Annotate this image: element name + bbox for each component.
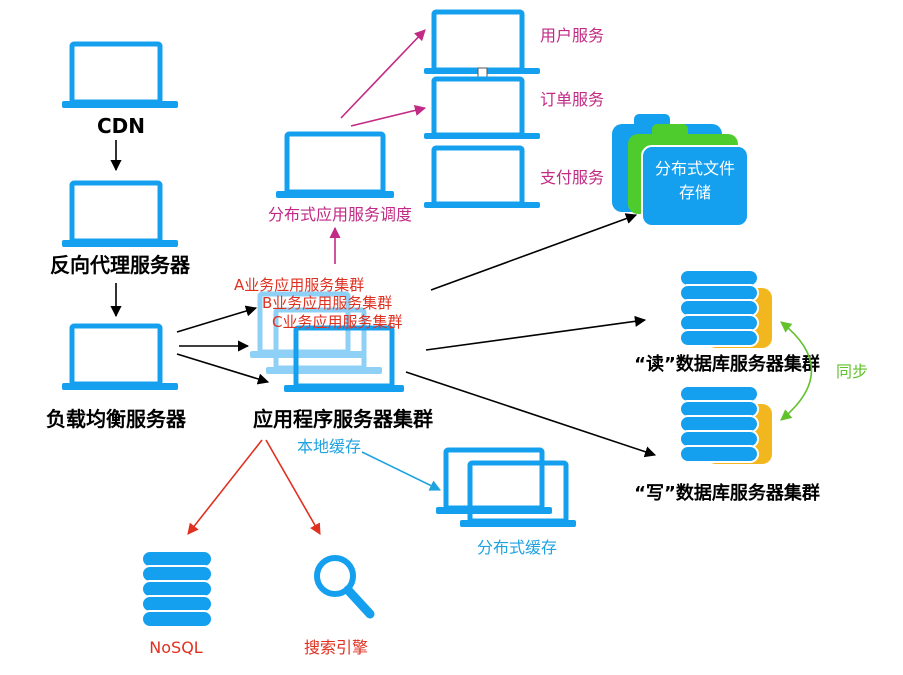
order-service-label: 订单服务 — [540, 90, 604, 109]
search-engine-label: 搜索引擎 — [304, 638, 368, 657]
reverse-proxy-label: 反向代理服务器 — [50, 253, 191, 277]
cdn-label: CDN — [97, 114, 145, 138]
resize-handle — [477, 67, 488, 78]
laptop-icon — [460, 460, 576, 527]
laptop-icon — [276, 131, 394, 198]
laptop-icon — [436, 447, 552, 514]
cluster-a-label: A业务应用服务集群 — [234, 276, 364, 294]
sync-label: 同步 — [836, 362, 868, 381]
file-storage-label-line1: 分布式文件 — [655, 159, 735, 178]
laptop-icon — [284, 325, 404, 392]
file-storage-label-line2: 存储 — [679, 183, 711, 202]
database-icon — [679, 385, 772, 464]
database-icon — [141, 550, 213, 628]
nosql-label: NoSQL — [149, 638, 203, 657]
database-icon — [679, 269, 772, 348]
arrow-cluster-to-read-db — [425, 315, 647, 351]
payment-service-label: 支付服务 — [540, 168, 604, 187]
arrow-lb-to-cluster-a — [176, 305, 258, 333]
read-db-label: “读”数据库服务器集群 — [634, 353, 820, 375]
laptop-icon — [250, 291, 366, 358]
arrow-cluster-to-file-storage — [430, 213, 638, 291]
laptop-icon — [62, 180, 178, 247]
distributed-cache-label: 分布式缓存 — [477, 538, 557, 557]
arrow-cluster-to-write-db — [405, 371, 657, 458]
laptop-icon — [62, 41, 178, 108]
laptop-icon — [424, 145, 540, 208]
user-service-label: 用户服务 — [540, 26, 604, 45]
arrow-local-to-distributed-cache — [361, 451, 442, 491]
arrow-cluster-to-search — [265, 439, 321, 535]
search-icon — [314, 555, 375, 619]
local-cache-label: 本地缓存 — [297, 437, 361, 456]
arrow-dispatch-to-order — [350, 104, 427, 127]
laptop-icon — [62, 323, 178, 390]
load-balancer-label: 负载均衡服务器 — [46, 407, 187, 431]
arrow-cluster-to-nosql — [187, 439, 263, 535]
cluster-c-label: C业务应用服务集群 — [272, 313, 402, 331]
sync-arrow — [780, 321, 813, 421]
cluster-b-label: B业务应用服务集群 — [262, 294, 392, 312]
write-db-label: “写”数据库服务器集群 — [634, 482, 820, 504]
app-cluster-label: 应用程序服务器集群 — [253, 407, 433, 431]
folder-storage-icon — [612, 114, 749, 227]
dispatch-label: 分布式应用服务调度 — [268, 205, 412, 224]
arrow-lb-to-cluster-c — [176, 353, 270, 385]
laptop-icon — [424, 9, 540, 74]
arrow-dispatch-to-user — [340, 29, 426, 119]
laptop-icon — [424, 76, 540, 139]
